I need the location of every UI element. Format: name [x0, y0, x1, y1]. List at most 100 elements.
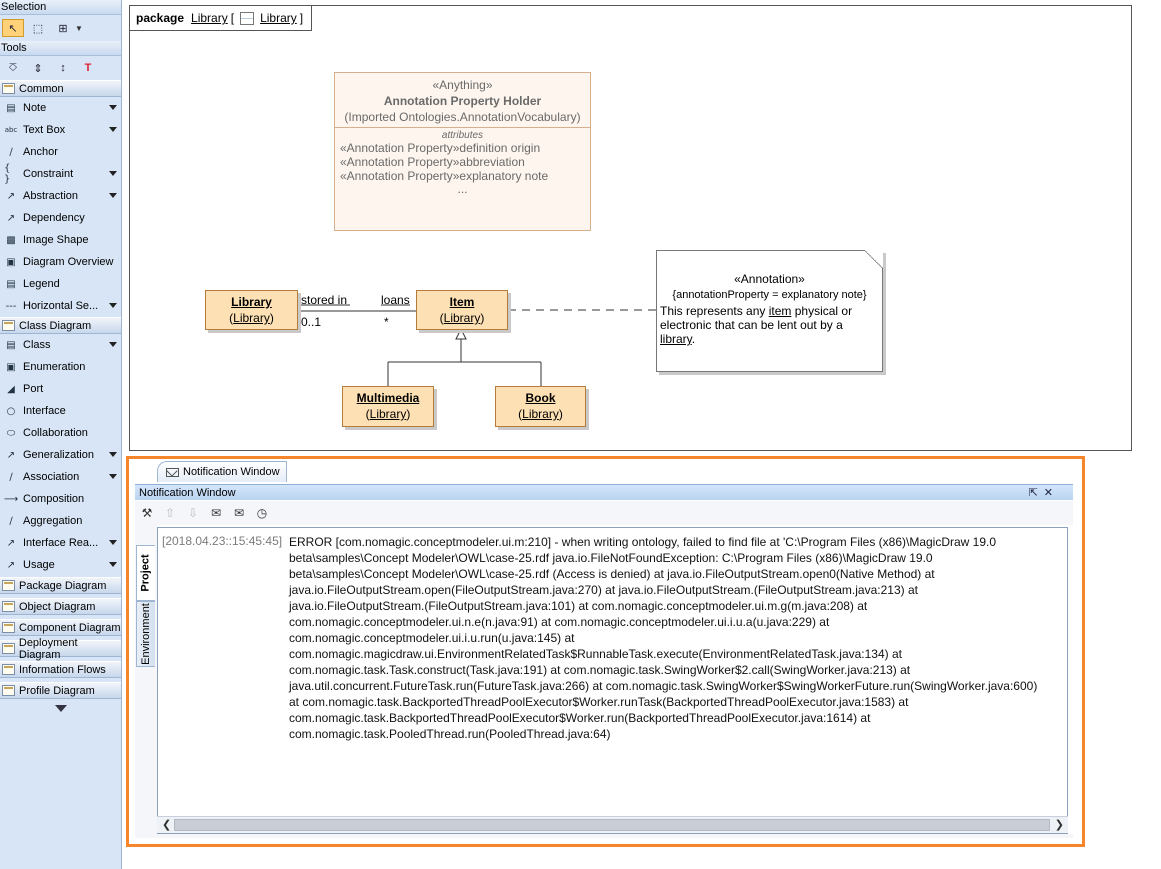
panel-bottom-edge	[135, 834, 1073, 838]
move-up-icon[interactable]: ⇧	[164, 506, 176, 520]
lasso-select-icon[interactable]: ⊞	[58, 22, 68, 35]
palette-item-horizontal-separator[interactable]: ---Horizontal Se...	[0, 295, 121, 317]
palette-item-anchor[interactable]: ∕Anchor	[0, 141, 121, 163]
chevron-down-icon[interactable]	[109, 105, 117, 110]
palette-item-note[interactable]: ▤Note	[0, 97, 121, 119]
chevron-down-icon[interactable]	[109, 171, 117, 176]
note-link-item[interactable]: item	[768, 304, 792, 318]
horizontal-scrollbar[interactable]: ❮ ❯	[157, 816, 1068, 833]
owner-link[interactable]: Library	[233, 311, 270, 325]
notification-log[interactable]: [2018.04.23::15:45:45] ERROR [com.nomagi…	[157, 527, 1068, 834]
group-label: Class Diagram	[19, 319, 92, 332]
palette-item-port[interactable]: ◢Port	[0, 378, 121, 400]
item-label: Aggregation	[23, 515, 83, 527]
palette-item-abstraction[interactable]: ↗Abstraction	[0, 185, 121, 207]
class-owner: (Library)	[229, 311, 274, 325]
palette-item-constraint[interactable]: { }Constraint	[0, 163, 121, 185]
tools-icon[interactable]: ⚒	[141, 506, 153, 520]
palette-group-information-flows[interactable]: Information Flows	[0, 661, 121, 678]
palette-item-enumeration[interactable]: ▣Enumeration	[0, 356, 121, 378]
note-text: .	[691, 332, 696, 346]
class-item[interactable]: Item (Library)	[416, 290, 508, 330]
class-diagram-icon	[2, 320, 15, 331]
note-tagged-value: {annotationProperty = explanatory note}	[672, 289, 867, 301]
palette-item-legend[interactable]: ▤Legend	[0, 273, 121, 295]
envelope-icon	[166, 467, 179, 477]
class-library[interactable]: Library (Library)	[205, 290, 298, 330]
selection-dropdown-icon[interactable]: ▼	[75, 23, 83, 33]
package-frame-header: package Library [ Library ]	[130, 6, 313, 31]
scrollbar-thumb[interactable]	[174, 819, 1050, 831]
chevron-down-icon[interactable]	[109, 127, 117, 132]
mark-read-icon[interactable]: ✉	[210, 506, 222, 520]
side-tab-environment[interactable]: Environment	[136, 601, 155, 667]
palette-group-deployment-diagram[interactable]: Deployment Diagram	[0, 637, 121, 661]
collaboration-icon: ⬭	[6, 427, 16, 439]
palette-group-common[interactable]: Common	[0, 80, 121, 97]
stamp-tool-icon[interactable]: ⎏	[8, 61, 18, 74]
group-label: Information Flows	[19, 663, 106, 676]
palette-item-aggregation[interactable]: ∕Aggregation	[0, 510, 121, 532]
mark-all-read-icon[interactable]: ✉	[233, 506, 245, 520]
diagram-canvas[interactable]: package Library [ Library ] «Anything» A…	[129, 5, 1132, 451]
marquee-select-icon[interactable]: ⬚	[32, 22, 44, 35]
palette-item-collaboration[interactable]: ⬭Collaboration	[0, 422, 121, 444]
diagram-connectors	[299, 304, 656, 386]
owner-link[interactable]: Library	[443, 311, 481, 325]
association-icon: ∕	[9, 471, 13, 483]
text-format-tool-icon[interactable]: T	[84, 62, 92, 74]
chevron-down-icon[interactable]	[109, 342, 117, 347]
close-icon[interactable]: ✕	[1043, 487, 1059, 499]
profile-diagram-icon	[2, 685, 15, 696]
holder-name: Annotation Property Holder	[383, 94, 542, 108]
scroll-left-icon[interactable]: ❮	[162, 819, 172, 831]
chevron-down-icon[interactable]	[109, 452, 117, 457]
palette-scroll-down-icon[interactable]	[0, 699, 121, 717]
package-keyword: package	[136, 11, 185, 25]
history-icon[interactable]: ◷	[256, 506, 268, 520]
chevron-down-icon[interactable]	[109, 474, 117, 479]
palette-item-generalization[interactable]: ↗Generalization	[0, 444, 121, 466]
chevron-down-icon[interactable]	[109, 303, 117, 308]
tab-notification-window[interactable]: Notification Window	[157, 461, 287, 482]
note-link-library[interactable]: library	[660, 332, 692, 346]
class-name: Multimedia	[356, 391, 420, 405]
class-multimedia[interactable]: Multimedia (Library)	[342, 386, 434, 427]
palette-item-usage[interactable]: ↗Usage	[0, 554, 121, 576]
diagram-name-link[interactable]: Library	[260, 11, 297, 25]
scroll-right-icon[interactable]: ❯	[1054, 819, 1064, 831]
palette-group-component-diagram[interactable]: Component Diagram	[0, 619, 121, 636]
side-tab-project[interactable]: Project	[136, 545, 155, 601]
chevron-down-icon[interactable]	[109, 193, 117, 198]
palette-item-association[interactable]: ∕Association	[0, 466, 121, 488]
restore-icon[interactable]: ⇱	[1028, 487, 1044, 499]
palette-item-dependency[interactable]: ↗Dependency	[0, 207, 121, 229]
chevron-down-icon[interactable]	[109, 540, 117, 545]
log-line: ERROR [com.nomagic.conceptmodeler.ui.m:2…	[289, 535, 997, 549]
palette-item-image-shape[interactable]: ▩Image Shape	[0, 229, 121, 251]
split-tool-icon[interactable]: ⇕	[33, 62, 43, 75]
palette-item-composition[interactable]: ⟶Composition	[0, 488, 121, 510]
chevron-down-icon[interactable]	[109, 562, 117, 567]
palette-group-profile-diagram[interactable]: Profile Diagram	[0, 682, 121, 699]
palette-item-interface-realization[interactable]: ↗Interface Rea...	[0, 532, 121, 554]
spacing-tool-icon[interactable]: ↕	[60, 62, 66, 74]
class-book[interactable]: Book (Library)	[495, 386, 586, 427]
palette-group-object-diagram[interactable]: Object Diagram	[0, 598, 121, 615]
package-name-link[interactable]: Library	[191, 11, 228, 25]
palette-item-class[interactable]: ▤Class	[0, 334, 121, 356]
pointer-tool-icon[interactable]: ↖	[2, 19, 24, 37]
palette-group-package-diagram[interactable]: Package Diagram	[0, 577, 121, 594]
move-down-icon[interactable]: ⇩	[187, 506, 199, 520]
annotation-note[interactable]: «Annotation» {annotationProperty = expla…	[656, 250, 883, 372]
palette-group-class-diagram[interactable]: Class Diagram	[0, 317, 121, 334]
role-stored-in: stored in	[301, 293, 348, 307]
palette-item-diagram-overview[interactable]: ▣Diagram Overview	[0, 251, 121, 273]
annotation-property-holder[interactable]: «Anything» Annotation Property Holder (I…	[334, 72, 591, 231]
palette-item-interface[interactable]: ○Interface	[0, 400, 121, 422]
note-text: This represents any	[660, 304, 769, 318]
owner-link[interactable]: Library	[369, 407, 407, 421]
owner-link[interactable]: Library	[522, 407, 559, 421]
